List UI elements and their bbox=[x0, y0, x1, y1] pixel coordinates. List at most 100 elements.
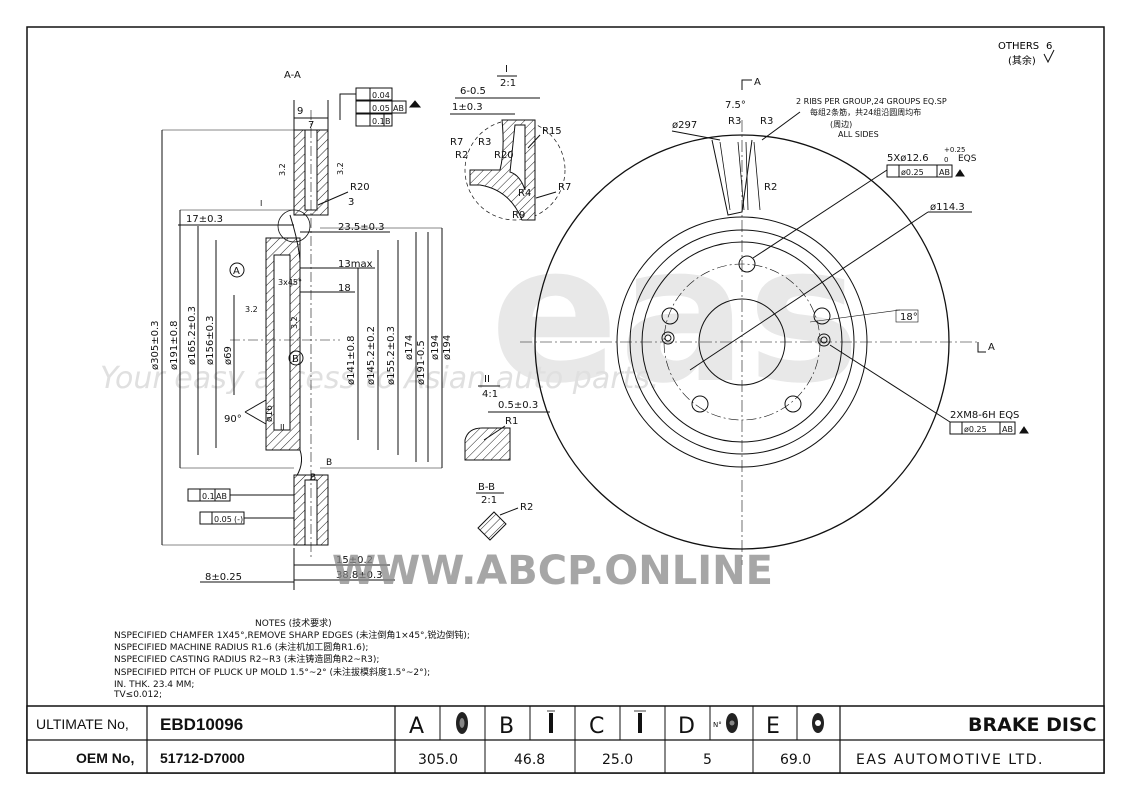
svg-text:R3: R3 bbox=[478, 137, 491, 148]
svg-text:(周边): (周边) bbox=[830, 119, 852, 129]
svg-text:A-A: A-A bbox=[284, 70, 301, 81]
svg-text:23.5±0.3: 23.5±0.3 bbox=[338, 222, 385, 233]
svg-text:AB: AB bbox=[939, 168, 950, 177]
disc-icon-a bbox=[456, 712, 468, 734]
svg-text:R3: R3 bbox=[728, 116, 741, 127]
title-block bbox=[26, 705, 1105, 774]
svg-text:ø297: ø297 bbox=[672, 120, 697, 131]
svg-text:2 RIBS PER GROUP,24 GROUPS EQ.: 2 RIBS PER GROUP,24 GROUPS EQ.SP bbox=[796, 97, 947, 106]
section-b-b: B-B 2:1 R2 bbox=[476, 482, 533, 541]
svg-text:5Xø12.6: 5Xø12.6 bbox=[887, 153, 929, 164]
plan-view: A A 7.5° R3 R3 R2 ø297 2 RIBS PER GROUP,… bbox=[520, 77, 1029, 565]
svg-text:38.8±0.3: 38.8±0.3 bbox=[336, 570, 383, 581]
section-a-a: A-A 0.04 0.05 AB 0.1 B bbox=[150, 70, 453, 590]
svg-text:NSPECIFIED PITCH OF PLUCK UP M: NSPECIFIED PITCH OF PLUCK UP MOLD 1.5°~2… bbox=[114, 666, 430, 678]
col-e-letter: E bbox=[766, 714, 780, 739]
company-name: EAS AUTOMOTIVE LTD. bbox=[856, 752, 1044, 768]
col-b-value: 46.8 bbox=[514, 752, 545, 768]
svg-text:0.05: 0.05 bbox=[214, 515, 232, 524]
col-e-value: 69.0 bbox=[780, 752, 811, 768]
svg-text:AB: AB bbox=[216, 492, 227, 501]
svg-text:0.04: 0.04 bbox=[372, 91, 390, 100]
svg-text:18: 18 bbox=[338, 283, 351, 294]
svg-text:R9: R9 bbox=[512, 210, 525, 221]
col-a-value: 305.0 bbox=[418, 752, 458, 768]
svg-text:R2: R2 bbox=[764, 182, 777, 193]
product-name: BRAKE DISC bbox=[968, 714, 1097, 736]
svg-text:ø194: ø194 bbox=[430, 335, 441, 360]
svg-text:ø165.2±0.3: ø165.2±0.3 bbox=[187, 306, 198, 365]
svg-text:ø0.25: ø0.25 bbox=[964, 425, 987, 434]
svg-text:(-): (-) bbox=[234, 515, 243, 524]
svg-text:R2: R2 bbox=[455, 150, 468, 161]
watermark-site: WWW.ABCP.ONLINE bbox=[332, 548, 773, 594]
svg-text:+0.25: +0.25 bbox=[944, 146, 965, 154]
svg-text:18°: 18° bbox=[900, 312, 918, 323]
svg-text:B: B bbox=[310, 473, 316, 483]
svg-text:R7: R7 bbox=[450, 137, 463, 148]
col-d-letter: D bbox=[678, 714, 695, 739]
bolt-holes bbox=[661, 255, 831, 413]
svg-text:2:1: 2:1 bbox=[481, 495, 497, 506]
svg-text:NOTES (技术要求): NOTES (技术要求) bbox=[255, 617, 332, 629]
svg-text:TV≤0.012;: TV≤0.012; bbox=[113, 690, 162, 700]
svg-text:ø0.25: ø0.25 bbox=[901, 168, 924, 177]
svg-text:7.5°: 7.5° bbox=[725, 100, 746, 111]
svg-text:7: 7 bbox=[308, 120, 314, 131]
svg-text:ø145.2±0.2: ø145.2±0.2 bbox=[366, 326, 377, 385]
svg-text:3.2: 3.2 bbox=[290, 316, 299, 329]
svg-text:2XM8-6H EQS: 2XM8-6H EQS bbox=[950, 410, 1019, 421]
title-block-text: ULTIMATE No, EBD10096 OEM No, 51712-D700… bbox=[36, 714, 1097, 768]
col-b-letter: B bbox=[499, 714, 514, 739]
detail-i: I 2:1 6-0.5 1±0.3 R7 R2 R3 R20 R15 R4 R7… bbox=[450, 64, 571, 221]
notes: NOTES (技术要求) NSPECIFIED CHAMFER 1X45°,RE… bbox=[113, 617, 470, 700]
svg-text:R2: R2 bbox=[520, 502, 533, 513]
svg-text:ø141±0.8: ø141±0.8 bbox=[346, 336, 357, 386]
svg-text:R1: R1 bbox=[505, 416, 518, 427]
svg-text:IN. THK. 23.4 MM;: IN. THK. 23.4 MM; bbox=[114, 680, 194, 690]
svg-text:N°: N° bbox=[713, 721, 722, 729]
svg-text:17±0.3: 17±0.3 bbox=[186, 214, 223, 225]
svg-text:EQS: EQS bbox=[958, 154, 977, 164]
svg-text:0.5±0.3: 0.5±0.3 bbox=[498, 400, 538, 411]
svg-text:0.05: 0.05 bbox=[372, 104, 390, 113]
svg-text:3x45°: 3x45° bbox=[278, 278, 302, 287]
svg-text:ø305±0.3: ø305±0.3 bbox=[150, 321, 161, 371]
svg-text:AB: AB bbox=[1002, 425, 1013, 434]
svg-text:II: II bbox=[280, 423, 285, 432]
svg-text:R20: R20 bbox=[350, 182, 370, 193]
svg-text:ø191±0.8: ø191±0.8 bbox=[169, 321, 180, 371]
svg-text:I: I bbox=[505, 64, 508, 75]
svg-text:0: 0 bbox=[944, 156, 948, 164]
svg-text:NSPECIFIED CASTING RADIUS R2~R: NSPECIFIED CASTING RADIUS R2~R3 (未注铸造圆角R… bbox=[114, 653, 379, 665]
ultimate-label: ULTIMATE No, bbox=[36, 716, 129, 732]
disc-min-thickness-icon-c bbox=[634, 710, 646, 733]
svg-text:ø69: ø69 bbox=[223, 346, 234, 365]
svg-text:ø156±0.3: ø156±0.3 bbox=[205, 316, 216, 366]
svg-text:B-B: B-B bbox=[478, 482, 495, 493]
detail-ii: II 4:1 0.5±0.3 R1 bbox=[464, 374, 550, 461]
svg-text:R3: R3 bbox=[760, 116, 773, 127]
svg-text:15±0.2: 15±0.2 bbox=[336, 555, 373, 566]
svg-text:8±0.25: 8±0.25 bbox=[205, 572, 242, 583]
svg-text:A: A bbox=[988, 342, 995, 353]
svg-text:2:1: 2:1 bbox=[500, 78, 516, 89]
svg-text:OTHERS: OTHERS bbox=[998, 41, 1039, 52]
svg-text:B: B bbox=[385, 117, 391, 126]
svg-text:3.2: 3.2 bbox=[336, 162, 345, 175]
svg-text:1±0.3: 1±0.3 bbox=[452, 102, 483, 113]
svg-text:NSPECIFIED CHAMFER 1X45°,REMOV: NSPECIFIED CHAMFER 1X45°,REMOVE SHARP ED… bbox=[114, 629, 470, 641]
svg-text:每组2条筋，共24组沿圆周均布: 每组2条筋，共24组沿圆周均布 bbox=[810, 107, 921, 117]
oem-value: 51712-D7000 bbox=[160, 750, 245, 766]
col-c-letter: C bbox=[589, 714, 604, 739]
svg-text:3: 3 bbox=[348, 197, 354, 208]
watermark: eas Your easy access to Asian auto parts… bbox=[100, 204, 860, 425]
col-a-letter: A bbox=[409, 714, 424, 739]
svg-text:B: B bbox=[326, 458, 332, 468]
svg-text:3.2: 3.2 bbox=[278, 163, 287, 176]
col-d-value: 5 bbox=[703, 752, 712, 768]
svg-text:ø194: ø194 bbox=[442, 335, 453, 360]
svg-text:0.1: 0.1 bbox=[202, 492, 215, 501]
